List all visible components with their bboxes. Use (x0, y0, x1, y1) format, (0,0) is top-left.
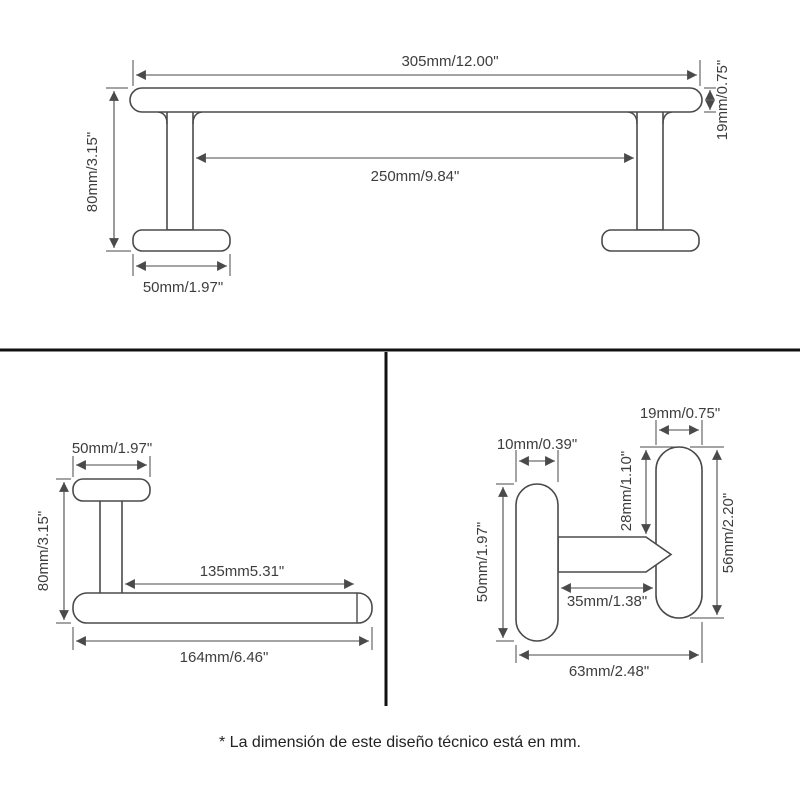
dim-upper-gap-label: 28mm/1.10" (618, 451, 635, 531)
paper-holder-post (99, 498, 123, 596)
dim-total-length-label: 164mm/6.46" (180, 649, 269, 666)
fillet (192, 111, 203, 125)
paper-holder-bar (72, 592, 373, 624)
fillet (662, 111, 673, 125)
dim-holder-height-label: 80mm/3.15" (35, 511, 52, 591)
towel-bar-right-base (601, 229, 700, 252)
hook-wall-plate (515, 483, 559, 642)
dim-total-depth-label: 63mm/2.48" (569, 663, 649, 680)
towel-bar-drawing: 305mm/12.00" 19mm/0.75" 250mm/9.84" 80mm… (84, 53, 731, 296)
dim-arm-length-label: 35mm/1.38" (567, 593, 647, 610)
dim-bar-diameter-label: 19mm/0.75" (714, 60, 731, 140)
dim-inner-width-label: 250mm/9.84" (371, 168, 460, 185)
fillet (157, 111, 168, 125)
towel-bar-left-base (132, 229, 231, 252)
dim-height-label: 80mm/3.15" (84, 132, 101, 212)
dim-inner-length-label: 135mm5.31" (200, 563, 285, 580)
dim-total-height-label: 56mm/2.20" (720, 493, 737, 573)
footnote-caption: * La dimensión de este diseño técnico es… (219, 734, 581, 751)
towel-bar-rail (129, 87, 703, 113)
dim-total-width-label: 305mm/12.00" (401, 53, 498, 70)
dim-plate-width-label: 50mm/1.97" (72, 440, 152, 457)
dim-plate-height-label: 50mm/1.97" (474, 522, 491, 602)
robe-hook-drawing: 10mm/0.39" 19mm/0.75" 28mm/1.10" 56mm/2.… (474, 405, 737, 680)
paper-holder-drawing: 50mm/1.97" 80mm/3.15" 135mm5.31" 164mm/6… (35, 440, 373, 666)
dim-top-diameter-label: 19mm/0.75" (640, 405, 720, 422)
towel-bar-right-post (636, 109, 664, 231)
dim-base-diameter-label: 50mm/1.97" (143, 279, 223, 296)
hook-arm (557, 536, 673, 573)
fillet (627, 111, 638, 125)
hook-upright (655, 446, 703, 619)
dim-plate-thickness-label: 10mm/0.39" (497, 436, 577, 453)
towel-bar-left-post (166, 109, 194, 231)
paper-holder-plate (72, 478, 151, 502)
